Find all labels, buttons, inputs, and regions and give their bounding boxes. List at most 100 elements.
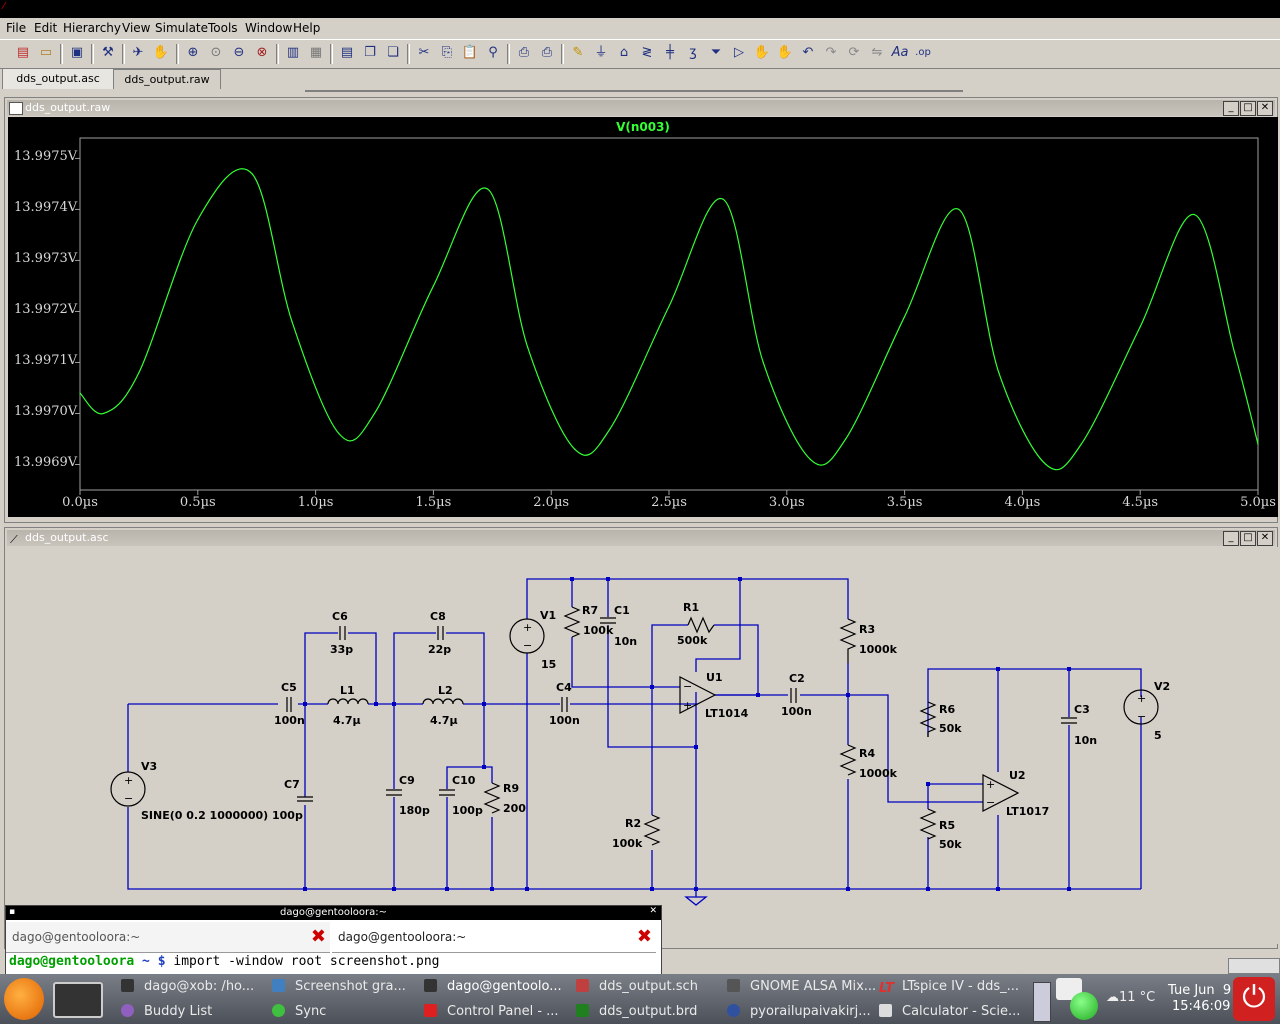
label-c6[interactable]: C6 [332, 610, 348, 623]
label-r1[interactable]: R1 [683, 601, 700, 614]
menu-help[interactable]: Help [293, 21, 321, 35]
label-r7[interactable]: R7 [582, 604, 599, 617]
value-c9[interactable]: 180p [399, 804, 430, 817]
menu-simulate[interactable]: Simulate [155, 21, 209, 35]
value-r2[interactable]: 100k [612, 837, 643, 850]
y-tick-label[interactable]: 13.9974V [14, 200, 78, 216]
value-r4[interactable]: 1000k [859, 767, 897, 780]
terminal-window[interactable]: dago@gentooloora:~ ▪ ✕ dago@gentooloora:… [5, 905, 662, 979]
task-calculator[interactable]: Calculator - Scie... [879, 1004, 1020, 1019]
label-v3[interactable]: V3 [141, 760, 158, 773]
terminal-tab-1[interactable]: dago@gentooloora:~ ✖ [6, 922, 330, 953]
trace-label[interactable]: V(n003) [616, 120, 670, 134]
menu-view[interactable]: View [122, 21, 151, 35]
label-c10[interactable]: C10 [452, 774, 476, 787]
mirror-icon[interactable]: ⇋ [871, 45, 883, 60]
spice-directive-icon[interactable]: .op [915, 47, 931, 58]
label-c8[interactable]: C8 [430, 610, 446, 623]
copy-icon[interactable]: ⎘ [441, 45, 453, 60]
task-control-panel[interactable]: Control Panel - ... [424, 1004, 559, 1019]
new-schematic-icon[interactable]: ▤ [16, 45, 30, 60]
y-tick-label[interactable]: 13.9972V [14, 302, 78, 318]
task-dds-output-brd[interactable]: dds_output.brd [576, 1004, 697, 1019]
value-r5[interactable]: 50k [939, 838, 962, 851]
find-icon[interactable]: ⚲ [488, 45, 498, 60]
value-u1[interactable]: LT1014 [705, 707, 749, 720]
menu-tools[interactable]: Tools [208, 21, 238, 35]
tab-dds-output-raw[interactable]: dds_output.raw [113, 69, 221, 89]
value-u2[interactable]: LT1017 [1006, 805, 1050, 818]
label-c5[interactable]: C5 [281, 681, 297, 694]
cpu-monitor-icon[interactable] [1033, 982, 1051, 1022]
terminal-prompt-line[interactable]: dago@gentooloora ~ $ import -window root… [9, 954, 439, 969]
label-c2[interactable]: C2 [789, 672, 805, 685]
component-icon[interactable]: ▷ [734, 45, 744, 60]
show-desktop-icon[interactable] [53, 982, 103, 1018]
x-tick-label[interactable]: 5.0µs [1240, 495, 1276, 510]
value-c6[interactable]: 33p [330, 643, 354, 656]
value-v3[interactable]: SINE(0 0.2 1000000) [141, 809, 269, 822]
label-u1[interactable]: U1 [706, 671, 723, 684]
task-gentooloora-terminal[interactable]: dago@gentoolo... [424, 979, 562, 994]
label-u2[interactable]: U2 [1009, 769, 1026, 782]
x-tick-label[interactable]: 0.0µs [62, 495, 98, 510]
zoom-in-icon[interactable]: ⊕ [187, 45, 199, 60]
label-v1[interactable]: V1 [540, 609, 557, 622]
menu-hierarchy[interactable]: Hierarchy [63, 21, 122, 35]
y-tick-label[interactable]: 13.9970V [14, 404, 78, 420]
control-panel-icon[interactable]: ⚒ [102, 45, 114, 60]
task-dds-output-sch[interactable]: dds_output.sch [576, 979, 698, 994]
value-c8[interactable]: 22p [428, 643, 452, 656]
clock-time[interactable]: 15:46:09 [1172, 999, 1231, 1014]
task-xob-terminal[interactable]: dago@xob: /ho... [121, 979, 254, 994]
x-tick-label[interactable]: 1.0µs [297, 495, 334, 510]
value-r9[interactable]: 200 [503, 802, 526, 815]
y-tick-label[interactable]: 13.9973V [14, 251, 78, 267]
x-tick-label[interactable]: 3.5µs [886, 495, 923, 510]
value-c7[interactable]: 100p [272, 809, 303, 822]
minimize-button[interactable]: _ [1223, 531, 1239, 546]
cut-icon[interactable]: ✂ [418, 45, 430, 60]
label-c3[interactable]: C3 [1074, 703, 1090, 716]
close-button[interactable]: ✕ [1257, 101, 1273, 116]
label-r3[interactable]: R3 [859, 623, 876, 636]
task-alsa-mixer[interactable]: GNOME ALSA Mix... [727, 979, 876, 994]
capacitor-icon[interactable]: ╪ [666, 45, 674, 60]
x-tick-label[interactable]: 2.0µs [533, 495, 570, 510]
print-icon[interactable]: ⎙ [541, 45, 553, 60]
label-c7[interactable]: C7 [284, 778, 300, 791]
move-icon[interactable]: ✋ [753, 45, 771, 60]
tab-dds-output-asc[interactable]: dds_output.asc [2, 68, 114, 89]
inductor-icon[interactable]: ʒ [689, 45, 697, 60]
label-r6[interactable]: R6 [939, 703, 956, 716]
menu-file[interactable]: File [6, 21, 27, 35]
value-l1[interactable]: 4.7µ [333, 714, 361, 727]
status-online-icon[interactable] [1070, 992, 1098, 1020]
x-tick-label[interactable]: 0.5µs [179, 495, 216, 510]
resistor-icon[interactable]: ≷ [641, 45, 653, 60]
label-c1[interactable]: C1 [614, 604, 630, 617]
drag-icon[interactable]: ✋ [776, 45, 794, 60]
x-tick-label[interactable]: 3.0µs [768, 495, 805, 510]
cascade-icon[interactable]: ❐ [364, 45, 376, 60]
value-c1[interactable]: 10n [614, 635, 638, 648]
label-icon[interactable]: ⌂ [619, 45, 629, 60]
close-button[interactable]: ✕ [1257, 531, 1273, 546]
menu-edit[interactable]: Edit [34, 21, 58, 35]
label-r9[interactable]: R9 [503, 782, 520, 795]
label-c4[interactable]: C4 [556, 681, 572, 694]
label-r2[interactable]: R2 [625, 817, 642, 830]
value-l2[interactable]: 4.7µ [430, 714, 458, 727]
wire-icon[interactable]: ✎ [572, 45, 584, 60]
terminal-tab-2[interactable]: dago@gentooloora:~ ✖ [332, 922, 656, 953]
value-c10[interactable]: 100p [452, 804, 483, 817]
paste-icon[interactable]: 📋 [461, 45, 479, 60]
y-tick-label[interactable]: 13.9971V [14, 353, 78, 369]
tile-icon[interactable]: ▤ [340, 45, 354, 60]
power-icon[interactable]: ⏻ [1233, 977, 1275, 1021]
run-icon[interactable]: ✈ [132, 45, 144, 60]
y-tick-label[interactable]: 13.9975V [14, 149, 78, 165]
menu-window[interactable]: Window [245, 21, 293, 35]
weather-temp[interactable]: ☁11 °C [1106, 990, 1156, 1005]
zoom-cancel-icon[interactable]: ⊗ [256, 45, 268, 60]
